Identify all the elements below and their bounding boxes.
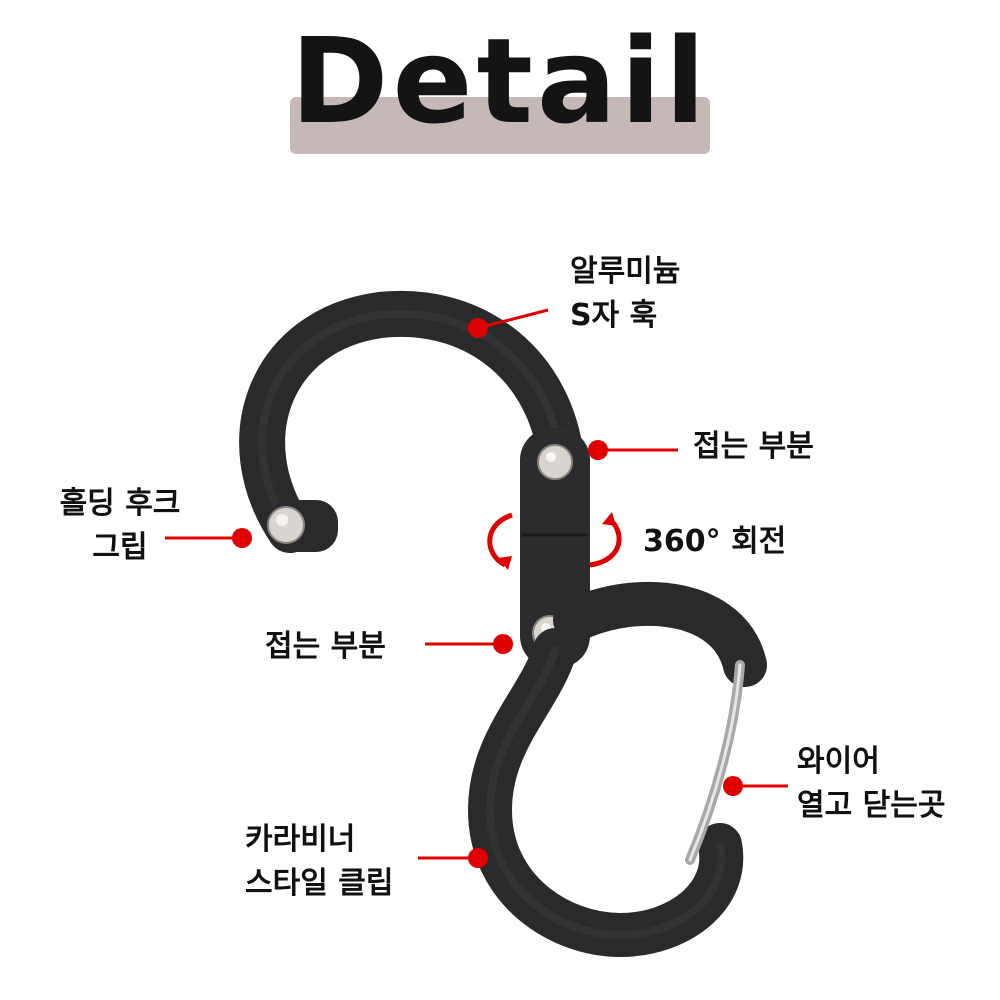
label-carabiner-line2: 스타일 클립 [245,865,394,901]
title-highlight-band [290,97,710,154]
label-aluminum-s-hook: 알루미늄 S자 훅 [570,250,680,337]
callout-fold-top [588,440,678,460]
label-fold-bottom-text: 접는 부분 [265,629,386,664]
callout-carabiner [418,848,488,868]
callout-aluminum [468,308,549,338]
callout-holding [165,528,252,548]
label-wire-line1: 와이어 [797,744,880,779]
label-rotate-text: 360° 회전 [643,524,787,559]
label-fold-bottom: 접는 부분 [265,625,386,669]
label-fold-top: 접는 부분 [693,425,814,469]
label-aluminum-line2: S자 훅 [570,297,658,333]
label-holding-line2: 그립 [92,529,148,565]
title-area: Detail [0,0,1000,170]
rotate-arrow-left [487,512,513,568]
callout-fold-bottom [425,634,513,654]
label-fold-top-text: 접는 부분 [693,429,814,464]
callout-wire [723,776,788,796]
top-rivet [537,444,573,480]
label-aluminum-line1: 알루미늄 [570,254,681,289]
label-wire-gate: 와이어 열고 닫는곳 [797,740,945,827]
hook-tip-rivet [267,506,305,544]
label-rotate: 360° 회전 [643,520,786,564]
label-carabiner: 카라비너 스타일 클립 [245,818,393,905]
label-carabiner-line1: 카라비너 [245,822,356,857]
page-title: Detail [290,12,710,150]
label-wire-line2: 열고 닫는곳 [797,787,946,823]
label-holding-line1: 홀딩 후크 [59,486,181,521]
label-holding-hook: 홀딩 후크 그립 [30,482,210,569]
